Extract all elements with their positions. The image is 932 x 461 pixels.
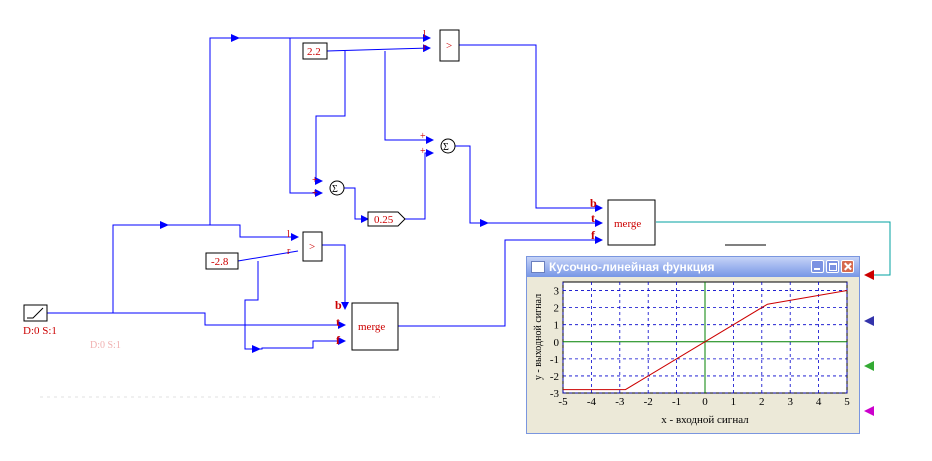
svg-text:-2.8: -2.8	[211, 256, 229, 268]
y-tick-label: -1	[550, 354, 559, 366]
comparator-upper[interactable]: > l r	[423, 29, 460, 62]
svg-text:Σ: Σ	[443, 142, 449, 153]
x-tick-label: -3	[615, 396, 625, 408]
svg-text:b: b	[590, 196, 597, 210]
svg-text:l: l	[287, 229, 290, 240]
svg-text:2.2: 2.2	[307, 46, 321, 58]
svg-text:+: +	[312, 188, 318, 199]
svg-text:r: r	[423, 42, 427, 53]
svg-text:+: +	[420, 131, 426, 142]
x-tick-label: 0	[702, 396, 708, 408]
svg-text:Σ: Σ	[332, 184, 338, 195]
svg-text:0.25: 0.25	[374, 214, 394, 226]
wire-merge-to-plot	[656, 221, 891, 276]
signal-wires	[47, 34, 603, 350]
svg-text:f: f	[591, 228, 596, 242]
wire-merge2-to-merge1-f	[398, 236, 603, 327]
plot-window[interactable]: Кусочно-линейная функция -5 -4 -3 -2 -1 0 1 2 3 4…	[526, 256, 860, 434]
y-axis-label: y - выходной сигнал	[533, 294, 544, 380]
constant-block-c2[interactable]: -2.8	[205, 252, 239, 270]
wire-c2-to-comparator	[237, 250, 299, 262]
plot-input-marker-blue	[864, 316, 874, 326]
grid-lines	[562, 282, 848, 394]
y-tick-label: 3	[554, 286, 560, 298]
svg-text:l: l	[423, 29, 426, 40]
svg-text:>: >	[309, 241, 315, 253]
x-tick-label: 5	[844, 396, 850, 408]
y-tick-label: 2	[554, 303, 560, 315]
maximize-icon[interactable]	[826, 260, 839, 273]
source-faint-label: D:0 S:1	[90, 340, 121, 351]
gain-block[interactable]: 0.25	[367, 211, 406, 227]
svg-text:+: +	[420, 146, 426, 157]
close-icon[interactable]	[841, 260, 854, 273]
wire-source-main	[47, 34, 431, 314]
minimize-icon[interactable]	[811, 260, 824, 273]
y-tick-label: -3	[550, 388, 560, 400]
x-tick-label: -1	[672, 396, 681, 408]
x-tick-label: 2	[759, 396, 765, 408]
window-icon	[531, 261, 545, 273]
merge-block-1[interactable]: merge b t f	[590, 196, 656, 246]
plot-window-titlebar[interactable]: Кусочно-линейная функция	[527, 257, 859, 277]
constant-block-c1[interactable]: 2.2	[302, 42, 328, 60]
y-tick-label: 1	[554, 320, 560, 332]
wire-sum1-to-gain	[344, 187, 369, 223]
x-tick-label: 3	[787, 396, 793, 408]
wire-gain-to-sum2	[405, 149, 434, 220]
sum-block-1[interactable]: Σ + +	[312, 175, 345, 199]
y-tick-label: -2	[550, 371, 559, 383]
plot-input-markers	[864, 270, 874, 416]
plot-area: -5 -4 -3 -2 -1 0 1 2 3 4 5 -3 -2 -1 0 1 2 3 x - входной с…	[533, 281, 850, 426]
y-tick-label: 0	[554, 337, 560, 349]
wire-x-to-sum1	[289, 38, 323, 197]
svg-text:f: f	[336, 333, 341, 347]
plot-input-marker-red	[864, 270, 874, 280]
series-line	[563, 290, 848, 391]
tick-labels: -5 -4 -3 -2 -1 0 1 2 3 4 5 -3 -2 -1 0 1 2 3	[550, 286, 850, 408]
merge-block-2[interactable]: merge b t f	[335, 298, 399, 351]
plot-input-marker-magenta	[864, 406, 874, 416]
x-tick-label: -4	[587, 396, 597, 408]
sum-block-2[interactable]: Σ + +	[420, 131, 456, 157]
source-label: D:0 S:1	[23, 325, 57, 337]
wire-c1-to-sum1	[315, 51, 346, 185]
wire-sum2-to-merge-t	[455, 145, 603, 227]
x-tick-label: -5	[558, 396, 568, 408]
svg-text:t: t	[336, 315, 340, 329]
comparator-lower[interactable]: > l r	[287, 229, 323, 262]
plot-window-title: Кусочно-линейная функция	[549, 260, 715, 274]
svg-text:+: +	[312, 175, 318, 186]
source-block[interactable]: D:0 S:1 D:0 S:1	[23, 304, 121, 351]
wire-to-upper-comparator-branch	[210, 224, 299, 241]
wire-c1-to-comparator	[326, 44, 431, 53]
wire-cmp2-to-merge-t	[322, 244, 349, 310]
wire-source-to-merge-f	[113, 312, 346, 329]
svg-text:t: t	[591, 211, 595, 225]
x-tick-label: 1	[731, 396, 737, 408]
mid-arrows	[160, 34, 489, 353]
svg-text:merge: merge	[358, 321, 385, 333]
x-axis-label: x - входной сигнал	[661, 414, 749, 426]
x-tick-label: -2	[644, 396, 653, 408]
svg-text:>: >	[446, 40, 452, 52]
x-tick-label: 4	[816, 396, 822, 408]
plot-input-marker-green	[864, 361, 874, 371]
svg-text:merge: merge	[614, 218, 641, 230]
wire-cmp1-to-merge-b	[459, 44, 603, 212]
wire-c2-branch	[244, 261, 346, 350]
svg-text:b: b	[335, 298, 342, 312]
wire-c1-to-sum2	[384, 51, 434, 144]
svg-text:r: r	[287, 246, 291, 257]
